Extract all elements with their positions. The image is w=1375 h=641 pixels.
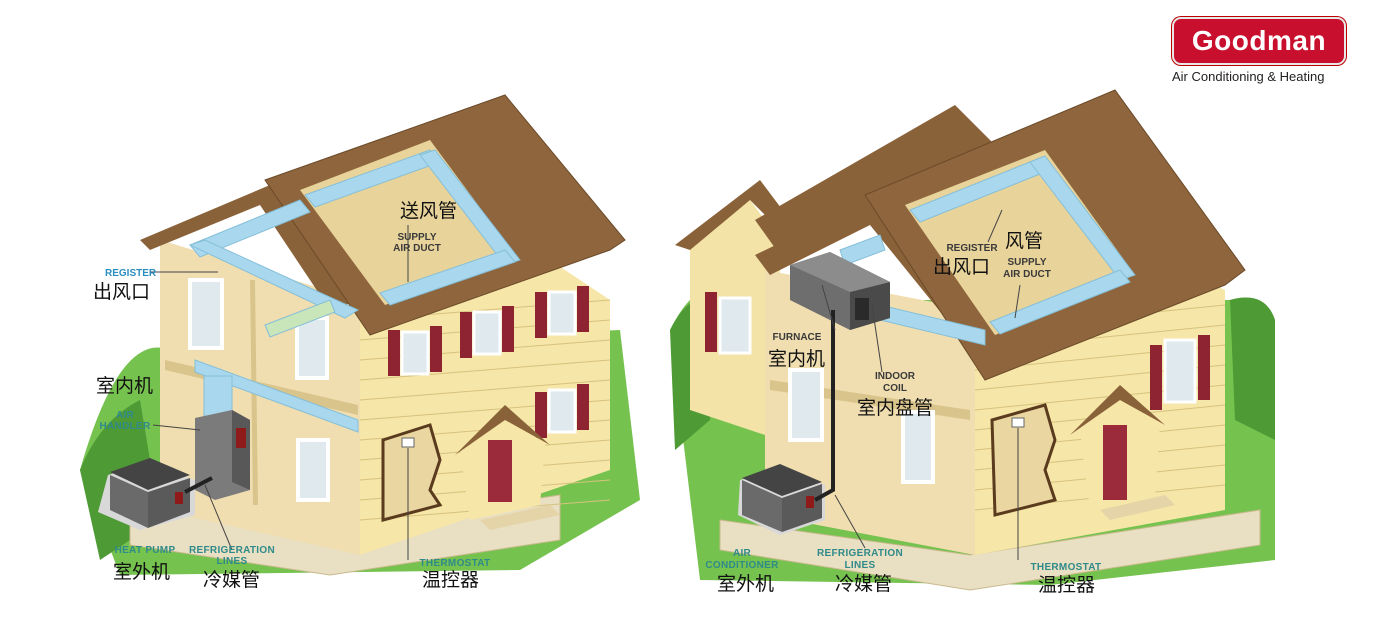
- left-supply-duct-label-en-2: AIR DUCT: [393, 243, 441, 254]
- right-thermostat-device: [1011, 417, 1025, 428]
- right-refrigeration-line: [814, 310, 835, 502]
- left-ducts: [188, 149, 521, 433]
- logo-badge: Goodman: [1172, 17, 1346, 65]
- left-supply-duct-label-en-1: SUPPLY: [397, 232, 436, 243]
- left-register-label-zh: 出风口: [93, 281, 150, 303]
- right-refrigeration-label-en-2: LINES: [845, 560, 876, 571]
- right-refrigeration-label-en-1: REFRIGERATION: [817, 548, 903, 559]
- left-air-handler-label-zh: 室内机: [96, 375, 153, 397]
- left-thermostat-label-zh: 温控器: [422, 569, 479, 591]
- left-air-handler-label-en-1: AIR: [116, 410, 135, 421]
- left-refrigeration-line: [184, 476, 213, 494]
- right-wing-window: [705, 292, 752, 355]
- right-air-conditioner-label-zh: 室外机: [717, 573, 774, 595]
- goodman-logo: Goodman Air Conditioning & Heating: [1172, 17, 1347, 84]
- left-heat-pump-label-zh: 室外机: [113, 561, 170, 583]
- left-windows: [188, 278, 589, 502]
- right-supply-duct-label-zh: 风管: [1005, 230, 1043, 252]
- left-heat-pump: [98, 458, 195, 530]
- logo-wordmark: Goodman: [1191, 25, 1327, 56]
- right-supply-duct-label-en-2: AIR DUCT: [1003, 269, 1051, 280]
- right-windows: [1150, 335, 1210, 410]
- right-indoor-coil-label-en-1: INDOOR: [875, 371, 916, 382]
- left-refrigeration-label-en-1: REFRIGERATION: [189, 545, 275, 556]
- right-indoor-coil-label-zh: 室内盘管: [857, 397, 933, 419]
- right-roof-left: [755, 200, 975, 330]
- right-indoor-coil-label-en-2: COIL: [883, 383, 907, 394]
- left-thermostat-device: [401, 437, 415, 448]
- right-thermostat-label-en: THERMOSTAT: [1031, 562, 1102, 573]
- left-thermostat-label-en: THERMOSTAT: [420, 558, 491, 569]
- right-furnace: [790, 252, 890, 330]
- right-supply-duct-label-en-1: SUPPLY: [1007, 257, 1046, 268]
- right-air-conditioner: [738, 464, 825, 535]
- right-air-conditioner-label-en-2: CONDITIONER: [705, 560, 779, 571]
- right-register-label-zh: 出风口: [933, 256, 990, 278]
- right-furnace-label-zh: 室内机: [768, 348, 825, 370]
- right-house: REGISTER 出风口 风管 SUPPLY AIR DUCT FURNACE …: [670, 89, 1275, 596]
- left-refrigeration-label-zh: 冷媒管: [203, 569, 260, 591]
- right-refrigeration-label-zh: 冷媒管: [835, 573, 892, 595]
- left-heat-pump-label-en: HEAT PUMP: [115, 545, 176, 556]
- left-porch: [455, 405, 560, 530]
- right-slab: [719, 509, 1261, 591]
- right-ducts: [839, 155, 1136, 346]
- left-air-handler: [195, 410, 250, 500]
- left-register-label-en: REGISTER: [105, 268, 157, 279]
- left-refrigeration-label-en-2: LINES: [217, 556, 248, 567]
- right-air-conditioner-label-en-1: AIR: [733, 548, 752, 559]
- logo-tagline: Air Conditioning & Heating: [1172, 69, 1325, 84]
- left-supply-duct-label-zh: 送风管: [400, 200, 457, 222]
- right-thermostat-label-zh: 温控器: [1038, 574, 1095, 596]
- left-air-handler-label-en-2: HANDLER: [100, 421, 151, 432]
- right-furnace-label-en: FURNACE: [773, 332, 822, 343]
- left-house: SUPPLY AIR DUCT 送风管 REGISTER 出风口 室内机 AIR…: [80, 94, 640, 591]
- right-roof-back: [755, 105, 1000, 255]
- right-register-label-en: REGISTER: [946, 243, 998, 254]
- right-porch: [1070, 385, 1175, 520]
